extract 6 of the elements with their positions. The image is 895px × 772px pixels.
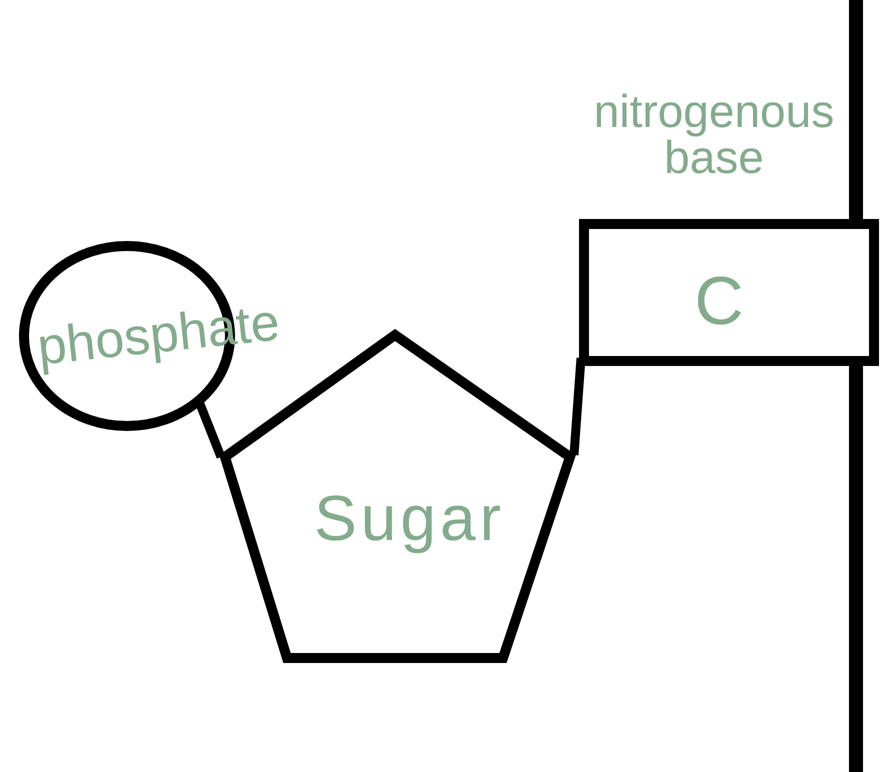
connector-line	[196, 402, 226, 459]
connector-line	[570, 358, 586, 456]
shape-label: phosphate	[34, 296, 282, 374]
shape-label: C	[693, 267, 745, 335]
base-box	[579, 219, 879, 366]
text-label: nitrogenous base	[592, 88, 836, 180]
